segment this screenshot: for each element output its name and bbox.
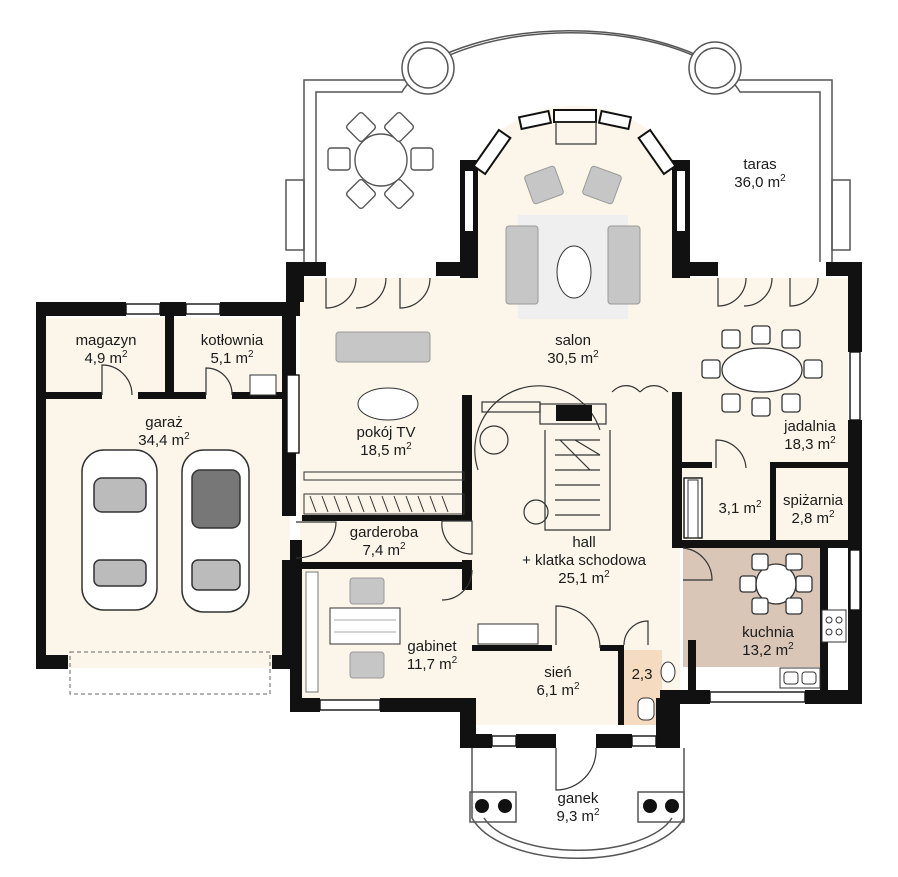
- room-label-spizarnia: spiżarnia 2,8 m2: [782, 492, 844, 527]
- chair-icon: [349, 577, 385, 679]
- room-label-taras: taras 36,0 m2: [734, 156, 786, 191]
- car-icon: [181, 449, 250, 613]
- room-label-kuchnia: kuchnia 13,2 m2: [742, 624, 794, 659]
- staircase: [474, 385, 611, 531]
- cabinet: [305, 571, 319, 693]
- room-label-jadalnia: jadalnia 18,3 m2: [784, 418, 836, 453]
- partition: [477, 623, 539, 645]
- room-label-wc: 2,3: [631, 666, 653, 683]
- fireplace: [556, 405, 592, 421]
- porch: [469, 748, 685, 860]
- porch-columns: [475, 799, 679, 813]
- salon-bay-windows: [463, 109, 687, 233]
- wardrobe: [303, 471, 465, 515]
- coffee-table-icon: [556, 245, 592, 299]
- room-label-garderoba: garderoba 7,4 m2: [349, 524, 419, 559]
- sofa-icon: [335, 331, 431, 363]
- terrace-table: [327, 111, 434, 210]
- sofa-icon: [505, 165, 641, 305]
- boiler: [249, 374, 277, 396]
- room-label-3-1: 3,1 m2: [718, 499, 762, 518]
- room-label-magazyn: magazyn 4,9 m2: [75, 332, 137, 367]
- room-label-ganek: ganek 9,3 m2: [556, 790, 600, 825]
- room-label-garaz: garaż 34,4 m2: [138, 414, 190, 449]
- room-label-sien: sień 6,1 m2: [536, 664, 580, 699]
- sink-icon: [779, 667, 821, 689]
- garage-apron: [69, 651, 271, 695]
- desk-icon: [329, 607, 401, 645]
- dining-table-icon: [701, 325, 823, 417]
- stove-icon: [821, 609, 847, 643]
- terrace: [285, 29, 851, 262]
- shelves: [687, 479, 699, 539]
- room-label-salon: salon 30,5 m2: [547, 332, 599, 367]
- doors: [101, 121, 819, 791]
- kitchen-table-icon: [739, 553, 813, 615]
- room-label-kotlownia: kotłownia 5,1 m2: [200, 332, 264, 367]
- toilet-icon: [637, 661, 676, 721]
- room-label-gabinet: gabinet 11,7 m2: [406, 638, 458, 673]
- room-label-hall: hall + klatka schodowa 25,1 m2: [522, 534, 646, 587]
- car-icon: [81, 449, 158, 611]
- room-label-pokoj-tv: pokój TV 18,5 m2: [356, 424, 416, 459]
- tv-table-icon: [357, 387, 419, 421]
